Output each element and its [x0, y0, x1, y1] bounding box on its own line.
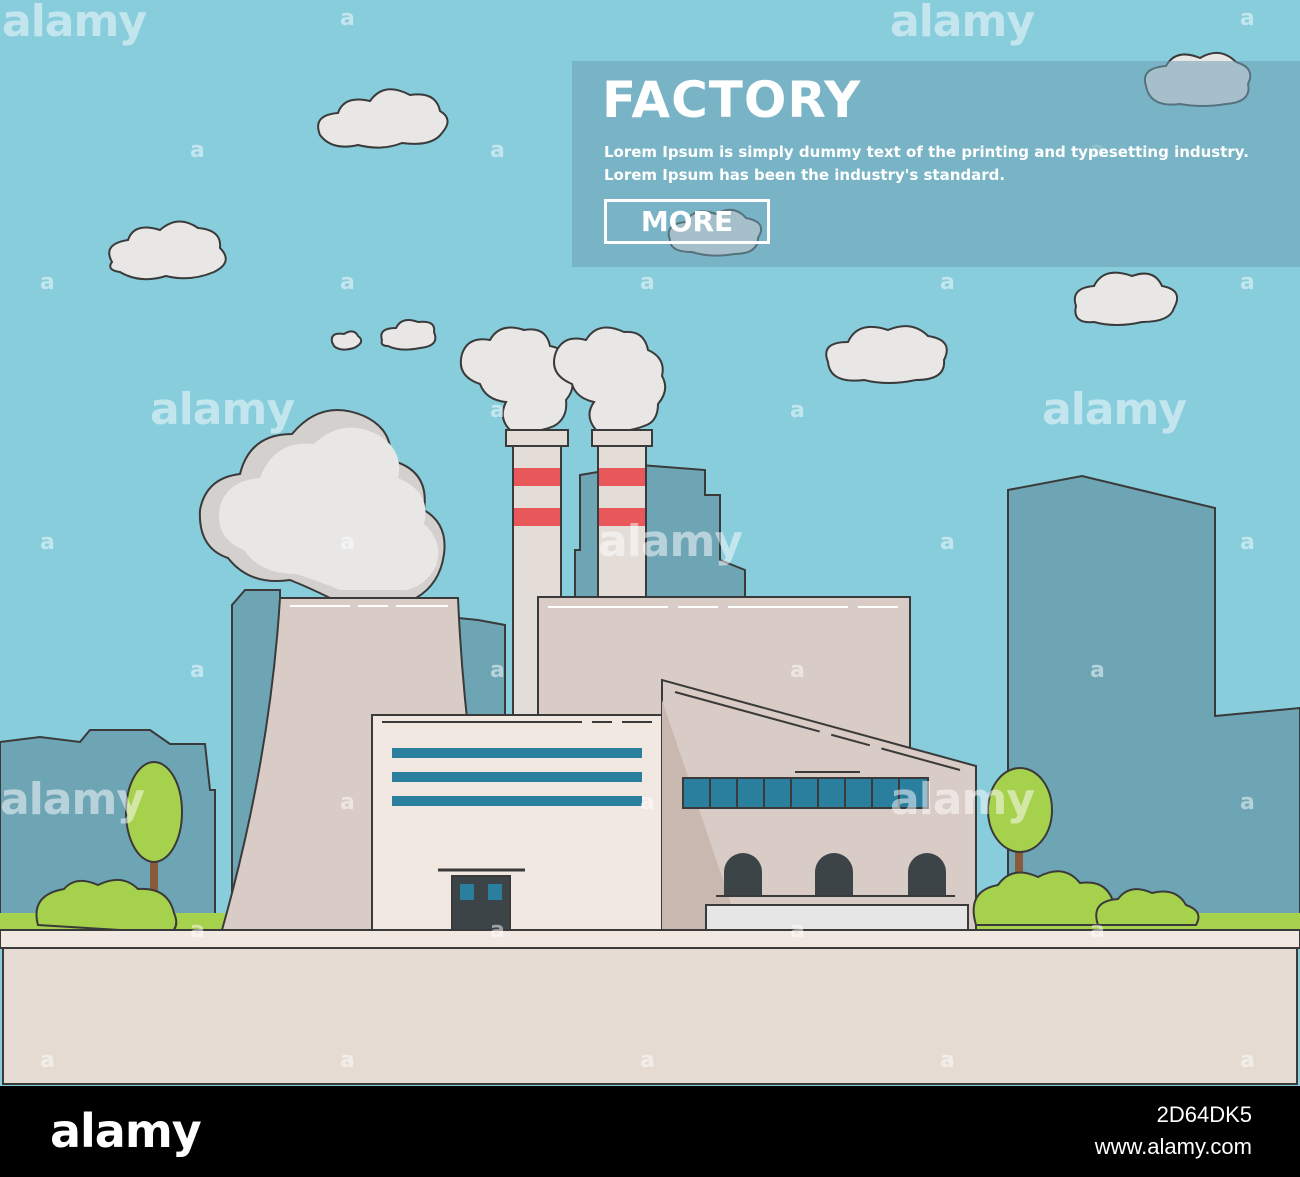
hero-banner: FACTORY Lorem Ipsum is simply dummy text… [572, 61, 1300, 267]
cloud-8 [330, 330, 363, 351]
ground [2, 947, 1298, 1085]
watermark-mark: a [1240, 1048, 1255, 1073]
cloud-5 [825, 325, 948, 384]
chimney-steam-right [553, 326, 667, 433]
skyline-right [1007, 474, 1300, 916]
watermark-mark: a [1090, 918, 1105, 943]
watermark-mark: a [490, 138, 505, 163]
footer-logo: alamy [50, 1104, 202, 1158]
office-building [371, 714, 663, 931]
banner-description-line-2: Lorem Ipsum has been the industry's stan… [604, 166, 1006, 184]
watermark-mark: a [1240, 270, 1255, 295]
watermark-mark: a [640, 790, 655, 815]
watermark-mark: a [940, 530, 955, 555]
cloud-1 [317, 88, 449, 149]
tree-right [987, 767, 1053, 890]
banner-description-line-1: Lorem Ipsum is simply dummy text of the … [604, 143, 1249, 161]
cooling-tower-steam-front [219, 427, 439, 590]
watermark-mark: a [340, 270, 355, 295]
watermark-mark: a [1090, 658, 1105, 683]
chimney-right [591, 429, 653, 606]
watermark-mark: a [340, 1048, 355, 1073]
more-button[interactable]: MORE [604, 199, 770, 244]
watermark-mark: a [340, 790, 355, 815]
cloud-4 [1073, 271, 1178, 326]
cloud-7 [380, 319, 437, 351]
watermark-logo: alamy [150, 384, 295, 435]
cloud-2 [108, 220, 227, 281]
watermark-mark: a [40, 1048, 55, 1073]
watermark-mark: a [790, 398, 805, 423]
window-stripe-3 [392, 796, 642, 806]
watermark-logo: alamy [598, 516, 743, 567]
watermark-mark: a [790, 658, 805, 683]
stock-footer: alamy 2D64DK5 www.alamy.com [0, 1086, 1300, 1177]
watermark-logo: alamy [890, 0, 1035, 47]
watermark-mark: a [490, 398, 505, 423]
watermark-mark: a [940, 1048, 955, 1073]
bush-right-2 [1095, 888, 1200, 926]
watermark-logo: alamy [2, 0, 147, 47]
watermark-mark: a [940, 270, 955, 295]
watermark-mark: a [640, 270, 655, 295]
watermark-mark: a [1240, 6, 1255, 31]
watermark-mark: a [340, 6, 355, 31]
watermark-mark: a [640, 1048, 655, 1073]
watermark-logo: alamy [890, 774, 1035, 825]
arched-doors [724, 853, 946, 895]
watermark-mark: a [1240, 790, 1255, 815]
window-stripe-1 [392, 748, 642, 758]
watermark-mark: a [40, 530, 55, 555]
watermark-mark: a [40, 270, 55, 295]
chimney-steam-left [459, 326, 574, 433]
banner-title: FACTORY [602, 71, 862, 129]
watermark-mark: a [490, 918, 505, 943]
watermark-mark: a [1240, 530, 1255, 555]
tree-left [125, 761, 183, 895]
footer-url: www.alamy.com [1094, 1134, 1252, 1159]
watermark-mark: a [490, 658, 505, 683]
watermark-logo: alamy [1042, 384, 1187, 435]
watermark-logo: alamy [0, 774, 145, 825]
watermark-mark: a [190, 138, 205, 163]
window-stripe-2 [392, 772, 642, 782]
footer-image-id: 2D64DK5 [1156, 1102, 1252, 1127]
watermark-mark: a [790, 918, 805, 943]
watermark-mark: a [340, 530, 355, 555]
bush-left [35, 878, 178, 935]
ribbon-windows [682, 777, 929, 809]
watermark-mark: a [190, 658, 205, 683]
loading-platform [705, 904, 969, 932]
watermark-mark: a [190, 918, 205, 943]
